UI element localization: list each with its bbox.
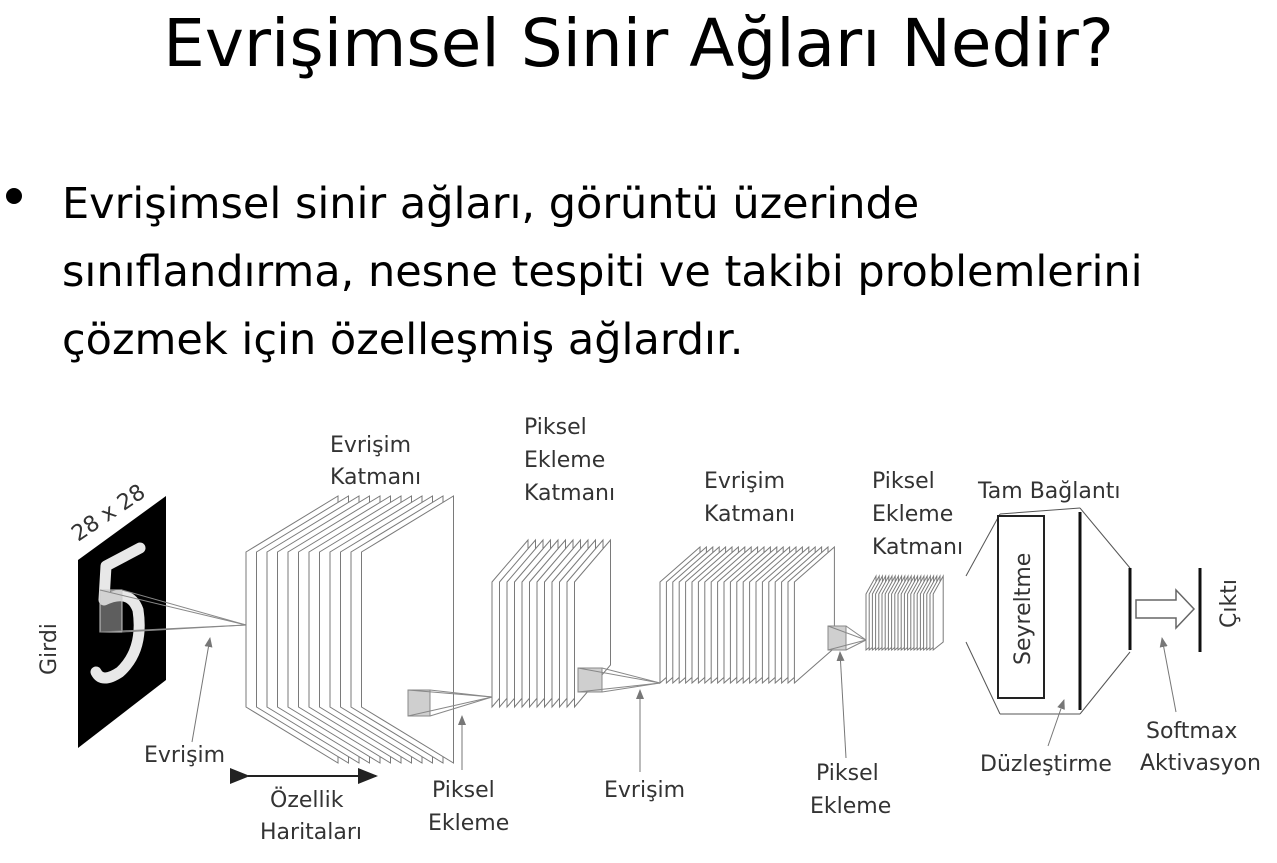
pool2-top-label-line1: Piksel — [872, 469, 935, 494]
fully-connected-label: Tam Bağlantı — [977, 479, 1121, 504]
conv1-bottom-label: Evrişim — [144, 743, 225, 768]
bullet-line: sınıflandırma, nesne tespiti ve takibi p… — [62, 247, 1143, 297]
pool1-top-label-line3: Katmanı — [524, 481, 615, 506]
bullet-text: Evrişimsel sinir ağları, görüntü üzerind… — [62, 170, 1262, 374]
pool1-top-label-line1: Piksel — [524, 415, 587, 440]
pool1-feature-maps — [491, 538, 611, 709]
output-arrow-icon — [1135, 588, 1196, 630]
conv2-top-label-line1: Evrişim — [704, 469, 785, 494]
projection-lines — [99, 589, 247, 633]
flatten-label: Düzleştirme — [980, 752, 1112, 777]
output-label: Çıktı — [1217, 579, 1242, 628]
cnn-architecture-diagram: 28 x 28 Girdi — [37, 415, 1261, 845]
pool2-feature-maps — [865, 574, 944, 652]
fully-connected-block — [965, 507, 1131, 715]
pool2-bottom-label-line1: Piksel — [816, 761, 879, 786]
softmax-label-line1: Softmax — [1146, 719, 1237, 744]
pool2-top-label-line2: Ekleme — [872, 502, 953, 527]
input-image — [78, 496, 166, 748]
pool1-kernel — [407, 689, 493, 717]
conv2-bottom-label: Evrişim — [604, 778, 685, 803]
input-label: Girdi — [37, 623, 62, 675]
pool2-bottom-label-line2: Ekleme — [810, 794, 891, 819]
conv1-top-label-line2: Katmanı — [330, 465, 421, 490]
conv1-feature-maps — [245, 495, 454, 764]
feature-maps-label-line1: Özellik — [270, 787, 344, 813]
conv1-top-label-line1: Evrişim — [330, 433, 411, 458]
dropout-layer — [997, 515, 1045, 699]
pool2-top-label-line3: Katmanı — [872, 535, 963, 560]
conv2-kernel — [577, 667, 661, 693]
feature-maps-label-line2: Haritaları — [260, 820, 362, 845]
softmax-label-line2: Aktivasyon — [1140, 751, 1261, 776]
pointer-arrows — [191, 637, 1177, 772]
bullet-line: Evrişimsel sinir ağları, görüntü üzerind… — [62, 179, 920, 229]
pool2-kernel — [827, 625, 867, 651]
conv2-feature-maps — [659, 545, 835, 685]
slide-title: Evrişimsel Sinir Ağları Nedir? — [163, 5, 1114, 82]
feature-map-sheet — [932, 574, 944, 652]
dropout-label: Seyreltme — [1011, 553, 1036, 665]
conv2-top-label-line2: Katmanı — [704, 502, 795, 527]
feature-map-sheet — [574, 538, 611, 709]
bullet-line: çözmek için özelleşmiş ağlardır. — [62, 315, 744, 365]
bullet-point-icon — [6, 188, 22, 204]
pool1-top-label-line2: Ekleme — [524, 448, 605, 473]
pool1-bottom-label-line2: Ekleme — [428, 811, 509, 836]
pool1-bottom-label-line1: Piksel — [432, 778, 495, 803]
